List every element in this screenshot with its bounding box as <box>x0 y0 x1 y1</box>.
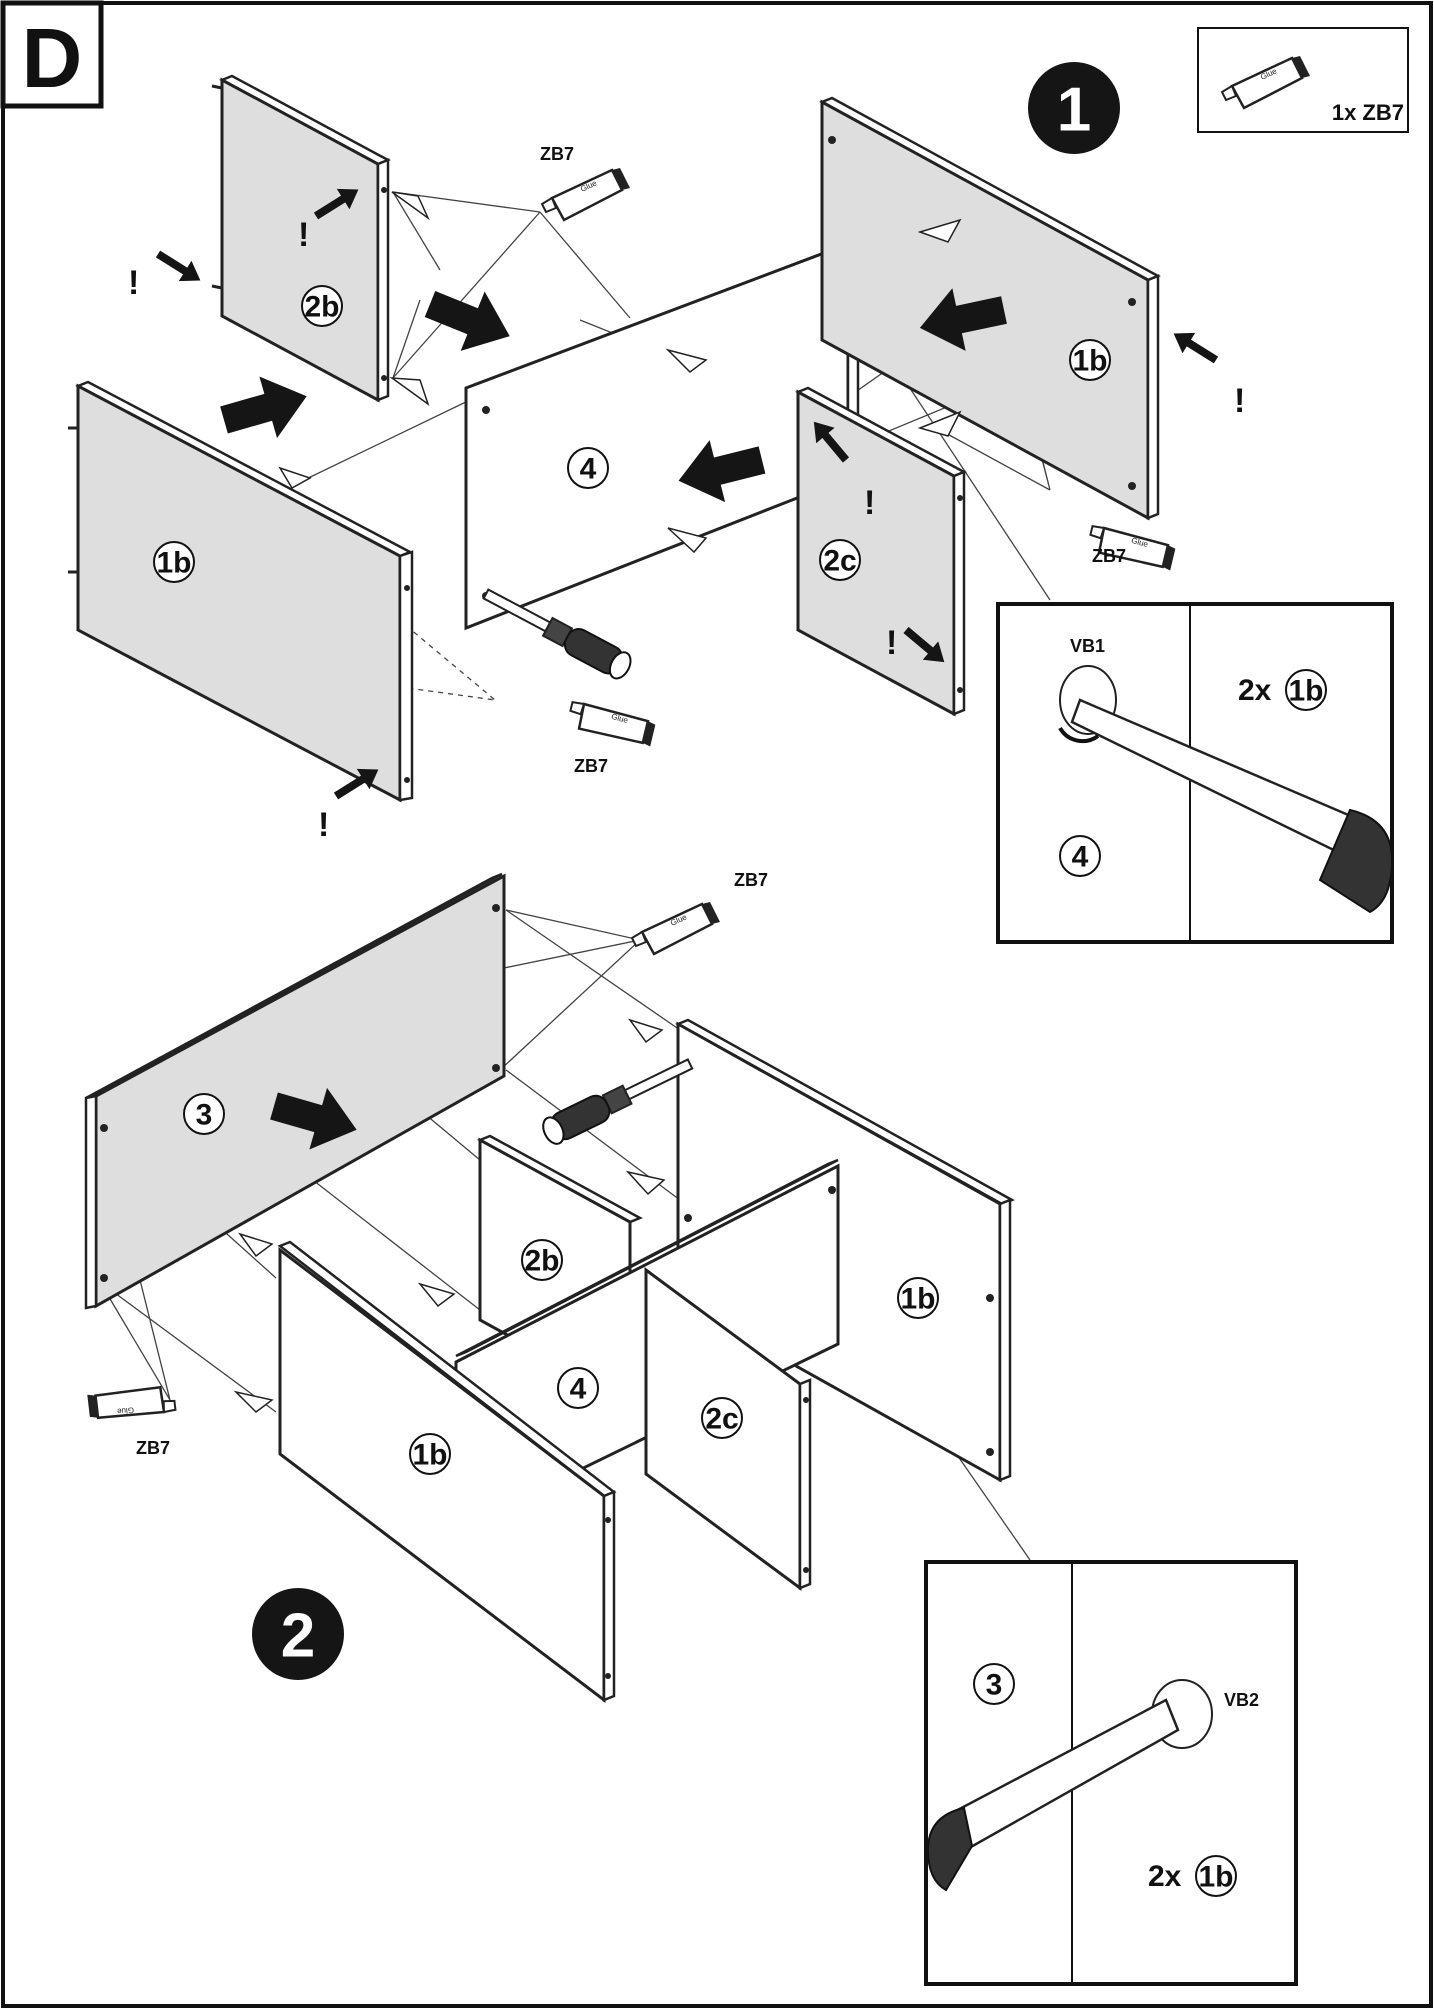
panel-label: 2c <box>823 545 856 578</box>
step-2-diagram: 3 1b 2b 4 <box>79 870 1031 1704</box>
dowel-markers-step1 <box>278 191 962 554</box>
panel-1b-left-step1: 1b <box>68 380 414 803</box>
detail-panel-right: 1b <box>1198 1861 1233 1894</box>
legend-quantity: 1x ZB7 <box>1332 100 1404 125</box>
screwdriver-icon <box>538 1050 698 1149</box>
warning-mark: ! <box>1234 382 1245 420</box>
glue-tube-icon <box>540 166 632 222</box>
dowel-markers-step2 <box>233 1018 666 1413</box>
glue-label: ZB7 <box>734 870 768 890</box>
glue-tube-icon <box>79 1363 183 1445</box>
panel-label: 1b <box>1072 345 1107 378</box>
glue-label: ZB7 <box>136 1438 170 1458</box>
panel-label: 3 <box>196 1099 213 1132</box>
warning-mark: ! <box>886 624 897 662</box>
panel-label: 4 <box>580 453 597 486</box>
detail-panel-left: 3 <box>986 1669 1003 1702</box>
warning-mark: ! <box>298 216 309 254</box>
step-1-badge: 1 <box>1028 62 1120 154</box>
panel-3-step2: 3 <box>84 872 506 1310</box>
panel-label: 1b <box>412 1439 447 1472</box>
detail-panel-right: 1b <box>1288 675 1323 708</box>
detail-panel-left: 4 <box>1072 841 1089 874</box>
step-1-diagram: 2b 1b 4 <box>68 74 1245 844</box>
step-letter: D <box>22 11 83 105</box>
glue-label: ZB7 <box>1092 546 1126 566</box>
glue-tubes-step2: ZB7 ZB7 <box>79 870 768 1458</box>
panel-label: 4 <box>570 1373 587 1406</box>
panel-label: 2b <box>304 291 339 324</box>
glue-tubes-step1: ZB7 ZB7 ZB7 <box>540 144 1185 776</box>
step-2-number: 2 <box>281 1602 315 1671</box>
detail-multiplier: 2x <box>1148 1860 1182 1893</box>
warning-marks-step1: ! ! ! ! ! ! <box>128 179 1245 844</box>
detail-box-1: VB1 2x 1b 4 <box>996 602 1394 944</box>
panel-2b-step1: 2b <box>211 74 391 403</box>
detail-box-2: VB2 3 2x 1b <box>924 1560 1298 1986</box>
glue-label: ZB7 <box>540 144 574 164</box>
step-1-number: 1 <box>1057 76 1091 145</box>
panel-1b-front-step2: 1b <box>277 1240 617 1704</box>
panel-label: 2c <box>705 1403 738 1436</box>
glue-label: ZB7 <box>574 756 608 776</box>
warning-mark: ! <box>128 264 139 302</box>
step-2-badge: 2 <box>252 1588 344 1680</box>
panel-2c-step2: 2c <box>644 1267 812 1591</box>
connector-label: VB2 <box>1224 1690 1259 1710</box>
panel-label: 1b <box>156 547 191 580</box>
step-letter-box: D <box>0 0 104 109</box>
glue-legend: 1x ZB7 <box>1197 27 1409 133</box>
detail-multiplier: 2x <box>1238 674 1272 707</box>
panel-label: 2b <box>524 1245 559 1278</box>
glue-tube-icon <box>630 900 722 956</box>
warning-mark: ! <box>318 806 329 844</box>
screwdriver-icon <box>478 580 636 683</box>
panel-label: 1b <box>900 1283 935 1316</box>
connector-label: VB1 <box>1070 636 1105 656</box>
warning-mark: ! <box>864 484 875 522</box>
